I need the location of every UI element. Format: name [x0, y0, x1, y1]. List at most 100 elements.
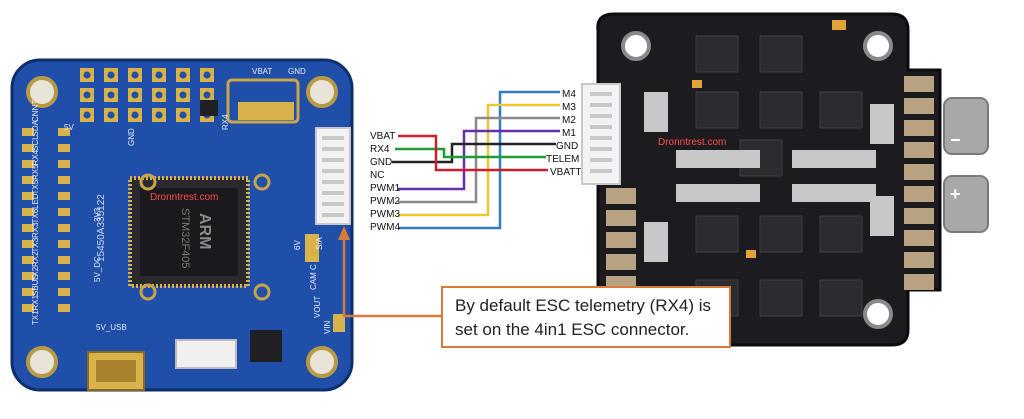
fc-left-pad: [22, 224, 34, 232]
fc-serial: 15450A335122: [96, 194, 107, 262]
fc-header-pad-hole: [155, 111, 163, 119]
fc-pad-label: 5V_DC: [93, 256, 102, 282]
fc-pad-label: GND: [127, 128, 136, 146]
esc-side-cap: [606, 188, 636, 204]
wire: [398, 134, 548, 172]
esc-smd-cap: [692, 80, 702, 88]
fc-left-pad: [58, 240, 70, 248]
esc-side-cap: [904, 252, 934, 268]
esc-connector-pin: [590, 103, 612, 107]
fc-chip-model: STM32F405: [179, 208, 191, 269]
pin-label-telem: TELEM: [546, 154, 579, 165]
fc-header-pad-hole: [131, 111, 139, 119]
esc-side-cap: [904, 186, 934, 202]
fc-mcu-die: [140, 188, 238, 276]
wires: [392, 90, 560, 230]
wire: [398, 129, 560, 191]
fc-left-pad: [22, 256, 34, 264]
esc-mosfet: [695, 215, 739, 253]
fc-pad-label: LED: [31, 193, 40, 209]
esc-mosfet: [759, 35, 803, 73]
esc-side-cap: [904, 76, 934, 92]
fc-left-pad: [58, 304, 70, 312]
esc-connector: [581, 83, 621, 185]
wire: [398, 116, 560, 204]
fc-left-pad: [22, 192, 34, 200]
esc-mosfet: [819, 215, 863, 253]
fc-pad-label: VIN: [323, 320, 332, 334]
pin-label-pwm2: PWM2: [370, 196, 400, 207]
esc-bar: [676, 150, 760, 168]
esc-board: − + Dronntrest.com: [581, 12, 989, 347]
esc-connector-pin: [590, 147, 612, 151]
pin-label-vbatt: VBATT: [550, 167, 581, 178]
fc-pad-label: RX4: [31, 149, 40, 165]
pin-label-pwm4: PWM4: [370, 222, 400, 233]
flight-controller-board: ARM STM32F405 Dronntrest.com CNNTSDASCLR…: [10, 58, 354, 392]
fc-mount-hole-tr: [306, 76, 338, 108]
fc-header-pad-hole: [155, 71, 163, 79]
esc-mosfet: [759, 215, 803, 253]
esc-connector-pins: [590, 92, 612, 173]
esc-mosfet: [695, 91, 739, 129]
fc-pad-label: VBAT: [252, 67, 272, 76]
fc-header-pad-hole: [83, 71, 91, 79]
fc-pad-label: RX1: [31, 294, 40, 310]
fc-pad-label: CAM C: [309, 264, 318, 290]
fc-pad-label: TX5: [31, 179, 40, 194]
callout-arrowhead: [338, 226, 350, 240]
pin-label-pwm3: PWM3: [370, 209, 400, 220]
pin-label-gnd: GND: [370, 157, 392, 168]
fc-mount-hole-tl: [26, 76, 58, 108]
esc-bar: [792, 150, 876, 168]
fc-header-pad-hole: [83, 91, 91, 99]
fc-header-pad-hole: [83, 111, 91, 119]
esc-cap-large: [644, 92, 668, 132]
fc-left-pad: [58, 256, 70, 264]
fc-left-pad: [22, 144, 34, 152]
esc-cap-large: [870, 196, 894, 236]
fc-usb-port-inner: [96, 360, 136, 382]
fc-esc-connector-pins: [322, 136, 344, 217]
fc-left-pad: [22, 304, 34, 312]
esc-watermark: Dronntrest.com: [658, 137, 726, 148]
fc-connector-pin: [322, 136, 344, 140]
esc-side-cap: [904, 208, 934, 224]
fc-header-pad-hole: [179, 91, 187, 99]
fc-left-pad: [22, 208, 34, 216]
fc-header-pad-hole: [203, 71, 211, 79]
fc-header-pad-hole: [107, 91, 115, 99]
fc-left-pad: [58, 144, 70, 152]
fc-connector-pin: [322, 191, 344, 195]
esc-connector-pin: [590, 114, 612, 118]
esc-mount-hole-br: [863, 299, 893, 329]
fc-header-pad-hole: [179, 71, 187, 79]
esc-side-cap: [904, 142, 934, 158]
esc-mosfet: [819, 91, 863, 129]
pin-label-m1: M1: [562, 128, 576, 139]
fc-pad-label: SCL: [31, 135, 40, 151]
esc-side-cap: [904, 120, 934, 136]
fc-mount-hole-br: [306, 346, 338, 378]
esc-mosfet: [759, 279, 803, 317]
fc-pad-label: S/A: [315, 236, 324, 250]
fc-via: [253, 173, 271, 191]
esc-smd-cap: [746, 250, 756, 258]
fc-connector-pin: [322, 213, 344, 217]
esc-side-cap: [904, 274, 934, 290]
pin-label-rx4: RX4: [370, 144, 390, 155]
pin-label-gnd-esc: GND: [556, 141, 578, 152]
fc-left-pad: [22, 240, 34, 248]
fc-via: [139, 173, 157, 191]
callout-arrow: [338, 226, 441, 318]
esc-mosfet: [695, 35, 739, 73]
pin-label-pwm1: PWM1: [370, 183, 400, 194]
esc-cap-large: [870, 104, 894, 144]
esc-side-cap: [904, 164, 934, 180]
fc-left-pad: [58, 224, 70, 232]
fc-pad-label: RX2: [31, 251, 40, 267]
esc-connector-pin: [590, 169, 612, 173]
fc-connector-pin: [322, 180, 344, 184]
esc-connector-pin: [590, 136, 612, 140]
fc-pad-label: RX4: [221, 114, 230, 130]
